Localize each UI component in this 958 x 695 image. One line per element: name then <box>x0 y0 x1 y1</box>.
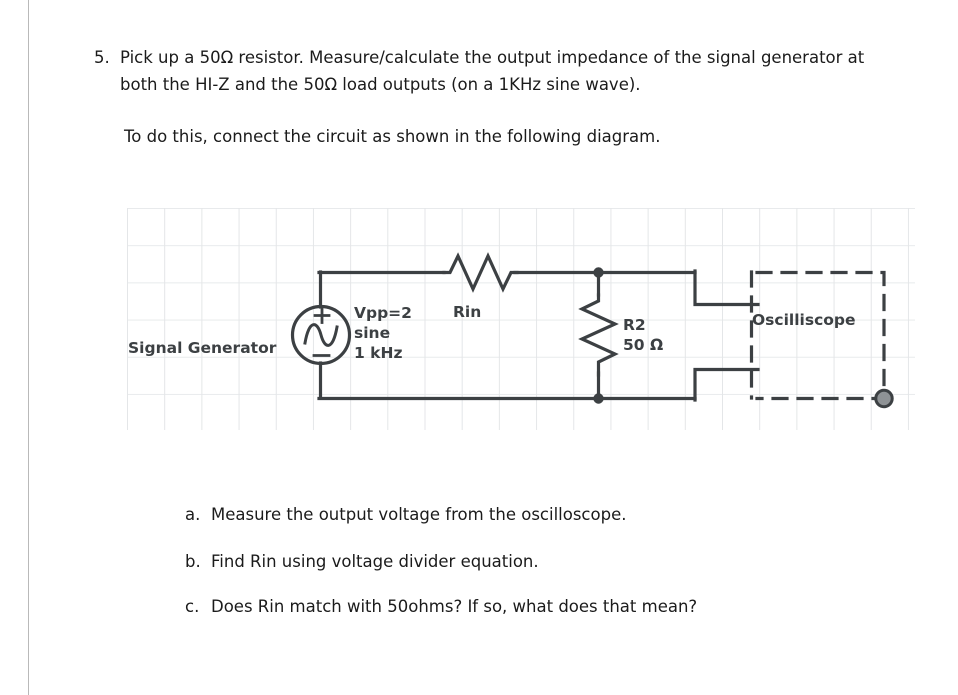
subitem-c-label: c. <box>185 597 200 616</box>
source-waveform-line: sine <box>354 324 391 342</box>
subitem-a-text: Measure the output voltage from the osci… <box>211 505 627 524</box>
source-spec-label: Vpp=2 sine 1 kHz <box>354 303 412 363</box>
resistor-rin-label: Rin <box>453 303 482 321</box>
question-intro: To do this, connect the circuit as shown… <box>124 127 661 146</box>
resistor-r2-name: R2 <box>623 316 646 334</box>
subitem-a-label: a. <box>185 505 201 524</box>
signal-generator-label: Signal Generator <box>128 339 277 357</box>
question-main-row: 5. Pick up a 50Ω resistor. Measure/calcu… <box>94 44 884 98</box>
resistor-r2-value: 50 Ω <box>623 336 664 354</box>
page-left-border <box>28 0 29 695</box>
subitem-b: b. Find Rin using voltage divider equati… <box>185 548 905 575</box>
subitem-c-text: Does Rin match with 50ohms? If so, what … <box>211 597 698 616</box>
subitem-b-label: b. <box>185 552 201 571</box>
source-frequency-line: 1 kHz <box>354 344 403 362</box>
subitem-b-text: Find Rin using voltage divider equation. <box>211 552 539 571</box>
question-text: Pick up a 50Ω resistor. Measure/calculat… <box>120 48 865 94</box>
subitem-c: c. Does Rin match with 50ohms? If so, wh… <box>185 593 905 620</box>
resistor-r2-label: R2 50 Ω <box>623 315 663 355</box>
source-vpp-line: Vpp=2 <box>354 304 412 322</box>
oscilloscope-label: Oscilliscope <box>752 311 856 329</box>
question-block: 5. Pick up a 50Ω resistor. Measure/calcu… <box>94 44 884 98</box>
question-number: 5. <box>94 48 110 67</box>
subitem-a: a. Measure the output voltage from the o… <box>185 501 905 528</box>
